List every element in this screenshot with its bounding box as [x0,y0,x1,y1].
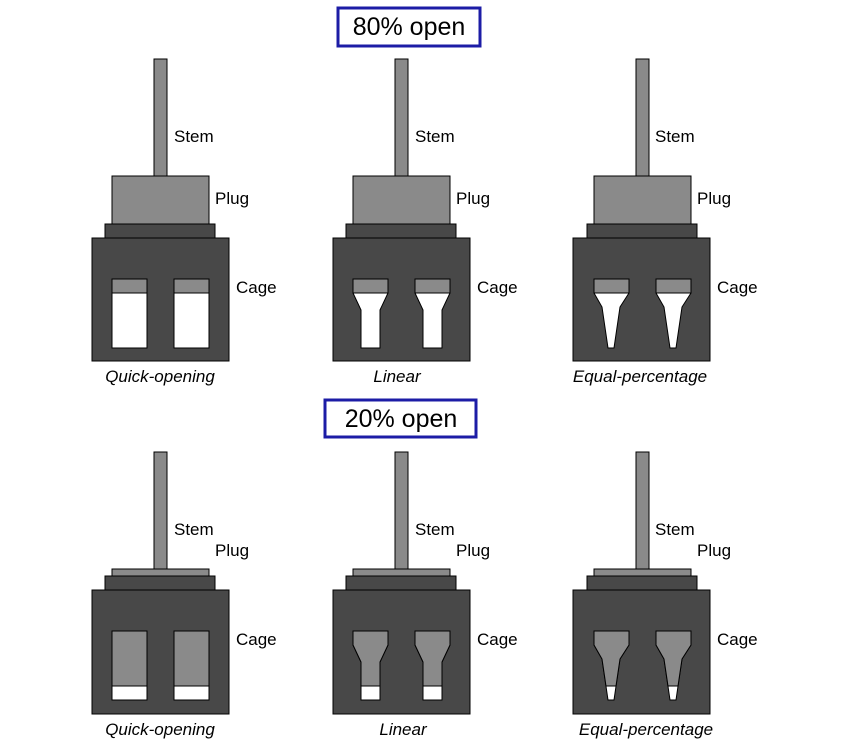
plug [111,175,210,226]
row-20-open: 20% open Stem Plug Cage Quick-opening [91,398,758,739]
plug-label: Plug [456,189,490,208]
cage-label: Cage [717,278,758,297]
row-80-open: 80% open Stem Plug Cage Quick-opening [91,6,758,386]
cage-body [572,237,711,362]
plug-in-port-left [111,630,148,687]
plug-label: Plug [697,541,731,560]
plug-in-port-right [414,278,451,294]
valve-caption: Linear [379,720,428,739]
cage-label: Cage [717,630,758,649]
cage-top-flange [345,223,457,240]
plug-in-port-left [352,278,389,294]
stem-label: Stem [415,520,455,539]
stem [635,451,650,571]
valve-linear: Stem Plug Cage Linear [332,58,518,386]
plug-in-port-right [173,278,210,294]
stem-label: Stem [174,127,214,146]
title-box [323,398,478,439]
plug-label: Plug [215,541,249,560]
stem [153,451,168,571]
valve-caption: Equal-percentage [579,720,713,739]
stem-label: Stem [415,127,455,146]
valve-caption: Linear [373,367,422,386]
plug-in-port-left [593,278,630,294]
valve-equal-percentage: Stem Plug Cage Equal-percentage [572,58,758,386]
plug [593,175,692,226]
stem-label: Stem [655,127,695,146]
cage-label: Cage [236,630,277,649]
stem-label: Stem [174,520,214,539]
cage-label: Cage [477,630,518,649]
valve-caption: Quick-opening [105,720,215,739]
plug-in-port-left [352,630,389,687]
row-title: 80% open [353,13,466,41]
plug-in-port-right [655,630,692,687]
cage-top-flange [586,575,698,592]
cage-top-flange [345,575,457,592]
plug-in-port-right [173,630,210,687]
title-box [336,6,482,48]
valve-caption: Quick-opening [105,367,215,386]
stem-label: Stem [655,520,695,539]
valve-linear: Stem Plug Cage Linear [332,451,518,739]
stem [394,58,409,178]
plug-in-port-right [414,630,451,687]
valve-quick-opening: Stem Plug Cage Quick-opening [91,451,277,739]
cage-body [332,237,471,362]
plug-in-port-left [593,630,630,687]
plug-in-port-left [111,278,148,294]
cage-top-flange [104,223,216,240]
valve-equal-percentage: Stem Plug Cage Equal-percentage [572,451,758,739]
cage-label: Cage [477,278,518,297]
cage-top-flange [586,223,698,240]
cage-body [572,589,711,715]
plug-label: Plug [215,189,249,208]
plug-in-port-right [655,278,692,294]
plug-label: Plug [456,541,490,560]
stem [153,58,168,178]
cage-body [332,589,471,715]
plug [352,175,451,226]
valve-quick-opening: Stem Plug Cage Quick-opening [91,58,277,386]
row-title: 20% open [345,405,458,433]
cage-top-flange [104,575,216,592]
cage-label: Cage [236,278,277,297]
stem [635,58,650,178]
plug-label: Plug [697,189,731,208]
valve-caption: Equal-percentage [573,367,707,386]
stem [394,451,409,571]
